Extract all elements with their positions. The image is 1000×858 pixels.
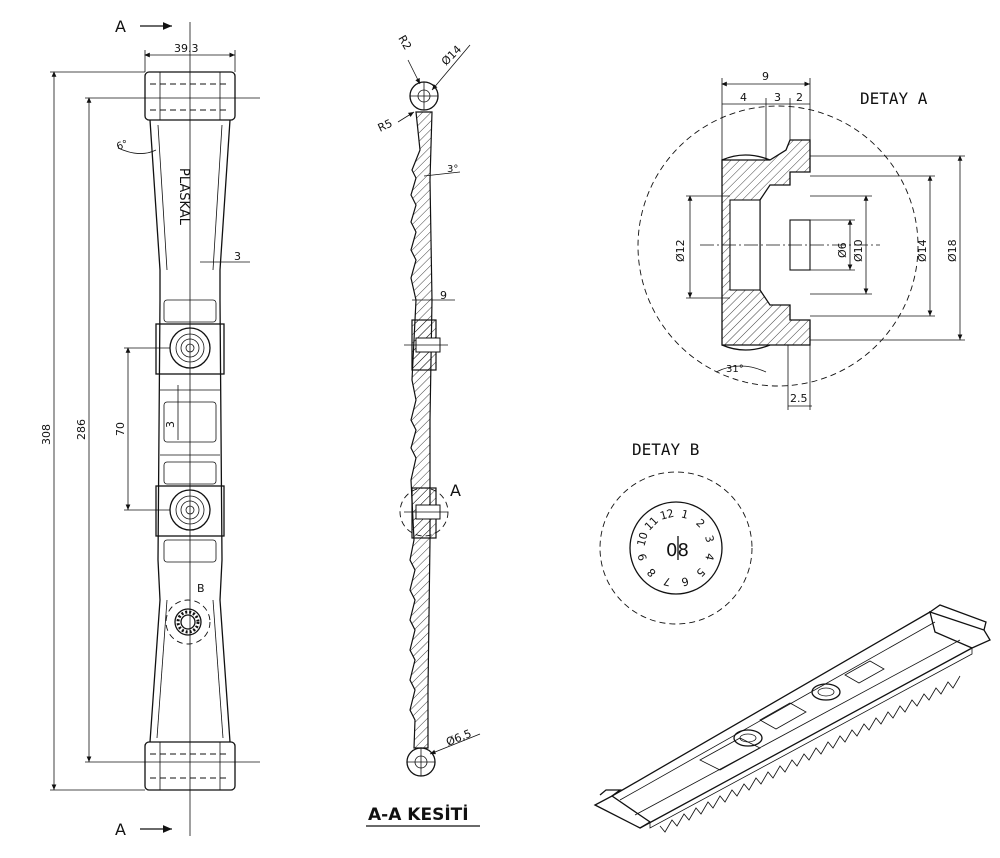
dim-width: 39.3 — [174, 42, 199, 55]
dim-overall: 308 — [40, 424, 53, 445]
detail-a-ref-mark: A — [450, 481, 461, 500]
sec-boss: 9 — [440, 289, 447, 302]
sec-angle: 3° — [447, 164, 458, 175]
section-mark-bottom: A — [115, 820, 126, 839]
det-a-d18: Ø18 — [946, 239, 959, 262]
date-stamp-number: 9 — [636, 552, 650, 562]
det-a-d14: Ø14 — [916, 239, 929, 262]
det-a-seg3: 2 — [796, 91, 803, 104]
dim-inner: 286 — [75, 419, 88, 440]
front-view: A A — [40, 17, 260, 839]
detail-a: 9 4 3 2 DETAY A Ø12 Ø6 Ø10 Ø14 Ø18 31° — [637, 70, 965, 410]
date-stamp-number: 10 — [635, 531, 651, 548]
sec-hole-top: Ø14 — [439, 43, 464, 68]
date-stamp-number: 3 — [702, 534, 716, 544]
section-mark-top: A — [115, 17, 126, 36]
det-a-seg2: 3 — [774, 91, 781, 104]
det-a-offset: 2.5 — [790, 392, 808, 405]
isometric-view — [593, 604, 991, 833]
section-view: A R2 Ø14 R5 3° 9 Ø6,5 A-A KESİTİ — [366, 33, 481, 827]
det-a-angle: 31° — [726, 364, 744, 375]
date-stamp-number: 8 — [645, 565, 659, 579]
detail-b-ref-mark: B — [197, 582, 205, 595]
dim-wall-2: 3 — [164, 421, 177, 428]
dim-pitch: 70 — [114, 422, 127, 436]
date-stamp-number: 12 — [659, 507, 676, 523]
det-a-d12: Ø12 — [674, 239, 687, 262]
date-stamp-number: 5 — [693, 565, 707, 579]
date-stamp-number: 4 — [702, 552, 716, 562]
detail-b-title: DETAY B — [632, 440, 699, 459]
sec-r-side: R5 — [376, 117, 395, 135]
date-stamp-number: 6 — [680, 574, 690, 588]
engraving-text: PLASKAL — [176, 168, 191, 226]
date-stamp-number: 7 — [662, 574, 672, 588]
sec-hole-bottom: Ø6,5 — [444, 727, 473, 749]
date-stamp-number: 11 — [642, 514, 661, 533]
detail-a-title: DETAY A — [860, 89, 928, 108]
det-a-d6: Ø6 — [836, 242, 849, 258]
date-stamp-number: 1 — [680, 507, 690, 521]
sec-r-top: R2 — [395, 33, 414, 52]
dim-angle: 6° — [115, 139, 129, 153]
date-stamp-number: 2 — [693, 516, 707, 530]
det-a-seg1: 4 — [740, 91, 747, 104]
det-a-d10: Ø10 — [852, 239, 865, 262]
dim-wall: 3 — [234, 250, 241, 263]
det-a-total: 9 — [762, 70, 769, 83]
section-title: A-A KESİTİ — [368, 803, 469, 825]
